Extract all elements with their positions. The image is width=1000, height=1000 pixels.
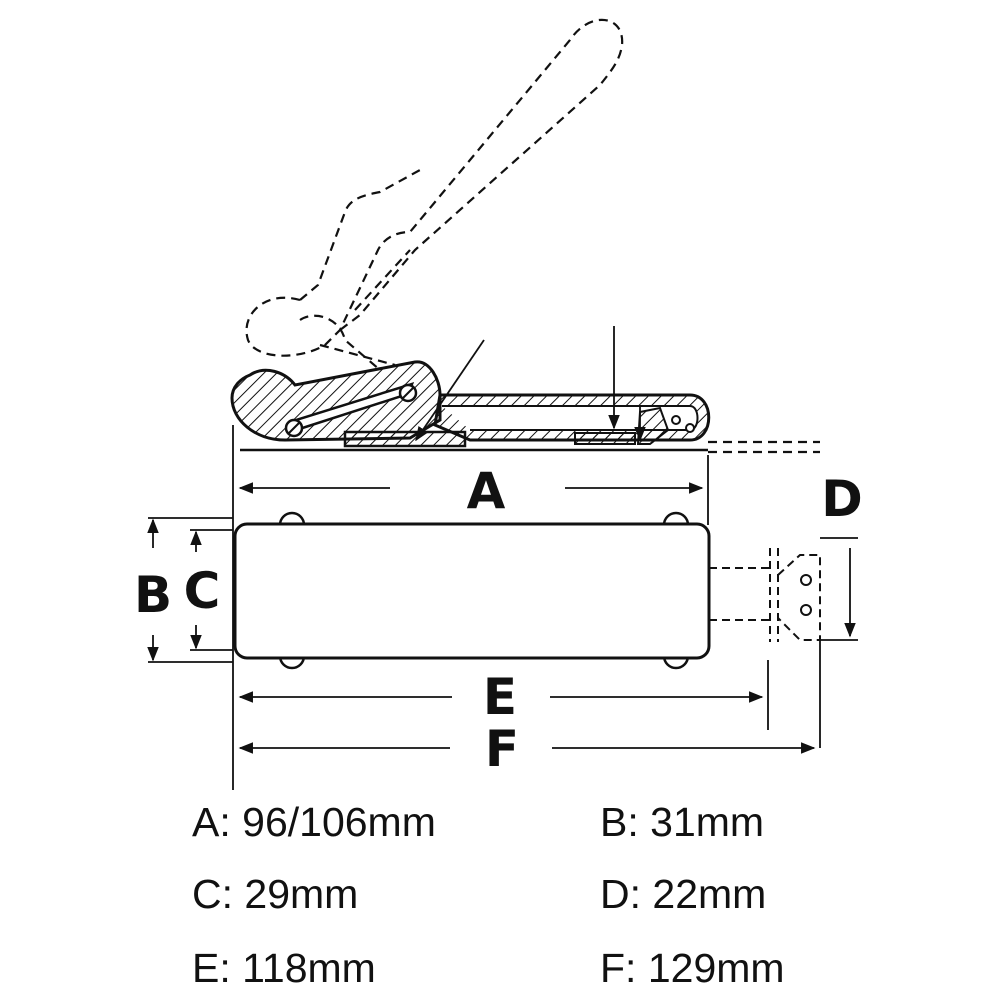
spec-e-key: E:: [192, 945, 231, 991]
dim-label-a: A: [467, 462, 506, 520]
spec-f-key: F:: [600, 945, 637, 991]
spec-a-value: 96/106mm: [242, 799, 436, 845]
spec-f: F: 129mm: [600, 948, 785, 989]
spec-e-value: 118mm: [242, 945, 376, 991]
spec-d-value: 22mm: [652, 871, 767, 917]
latch-top-view: [233, 511, 821, 670]
dim-label-d: D: [821, 470, 863, 528]
spec-c-value: 29mm: [244, 871, 359, 917]
spec-e: E: 118mm: [192, 948, 376, 989]
dim-label-c: C: [184, 562, 221, 620]
spec-b: B: 31mm: [600, 802, 764, 843]
spec-b-value: 31mm: [650, 799, 765, 845]
spec-f-value: 129mm: [647, 945, 785, 991]
spec-a: A: 96/106mm: [192, 802, 436, 843]
open-lever-phantom: [245, 18, 820, 454]
dimension-lines: [147, 425, 858, 790]
spec-b-key: B:: [600, 799, 639, 845]
spec-c: C: 29mm: [192, 874, 358, 915]
dim-label-b: B: [134, 566, 172, 624]
latch-side-view: [230, 326, 711, 452]
spec-d: D: 22mm: [600, 874, 766, 915]
spec-c-key: C:: [192, 871, 233, 917]
dim-label-f: F: [485, 720, 519, 778]
spec-a-key: A:: [192, 799, 231, 845]
spec-d-key: D:: [600, 871, 641, 917]
dim-label-e: E: [483, 668, 517, 726]
